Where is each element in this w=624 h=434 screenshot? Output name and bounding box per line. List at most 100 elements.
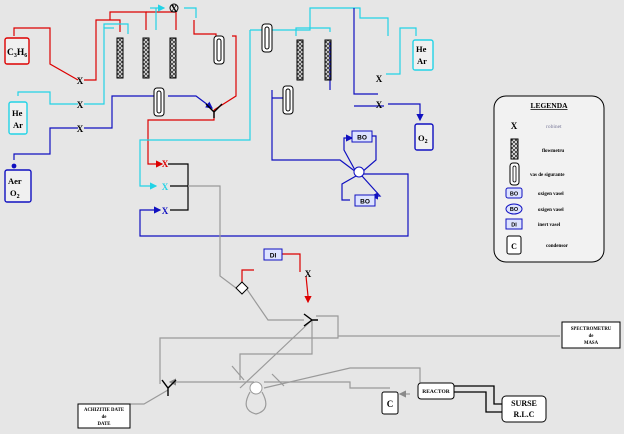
flowmeter-icon-5	[324, 39, 332, 81]
legend-desiccant-icon	[509, 162, 520, 186]
flowmeters	[116, 37, 332, 81]
cylinder-c3h6: C3H6	[4, 37, 30, 65]
desiccants	[153, 23, 294, 117]
flowmeter-icon-2	[142, 37, 150, 79]
power-supply-box[interactable]: SURSE R.L.C	[501, 395, 547, 423]
he-ar-right-line1: He	[416, 44, 427, 54]
lower-junction	[161, 379, 177, 396]
split-node	[235, 281, 249, 295]
legend-valve-text: robinet	[546, 124, 562, 130]
legend-flowmeter-text: flowmetru	[542, 149, 564, 154]
bo-bottom-label: BO	[360, 199, 370, 206]
valves[interactable]: X X X X X X X X X X	[77, 4, 383, 279]
c3h6-h: H	[17, 48, 25, 58]
flowmeter-icon-3	[169, 37, 177, 79]
valve-he-ar-left[interactable]: X	[77, 100, 84, 110]
legend-desiccant-text: vas de sigurante	[530, 173, 565, 178]
legend-di-icon: DI	[511, 223, 517, 229]
hydrocarbon-lines	[13, 11, 312, 304]
legend-di-text: inert vasel	[538, 223, 561, 228]
cylinder-aer-o2: Aer O2	[4, 163, 32, 203]
valve-o2-right[interactable]: X	[376, 100, 383, 110]
desiccant-icon-4	[282, 85, 294, 115]
reactor-box[interactable]: REACTOR	[417, 382, 455, 400]
valve-mix-ox[interactable]: X	[162, 206, 169, 216]
aer-o2-sub: 2	[17, 194, 20, 200]
svg-text:O2: O2	[10, 188, 20, 200]
inert-lines	[17, 4, 417, 190]
svg-text:O2: O2	[418, 133, 428, 145]
spectrometer-box[interactable]: SPECTROMETRU de MASA	[561, 321, 621, 349]
bo-top-label: BO	[357, 135, 367, 142]
he-ar-right-line2: Ar	[417, 56, 427, 66]
spectrometer-line2: de	[589, 334, 594, 339]
reactor-label: REACTOR	[422, 389, 450, 395]
mixing-junction	[205, 103, 223, 118]
spectrometer-line3: MASA	[584, 341, 599, 346]
bo-block-bottom: BO	[354, 194, 376, 207]
he-ar-left-line1: He	[12, 108, 23, 118]
valve-c3h6[interactable]: X	[77, 76, 84, 86]
legend-flowmeter-icon	[510, 138, 519, 160]
svg-text:C3H6: C3H6	[7, 48, 27, 59]
spectrometer-line1: SPECTROMETRU	[571, 327, 612, 332]
cylinder-he-ar-left: He Ar	[8, 101, 28, 135]
power-line1: SURSE	[511, 399, 537, 408]
condenser-box[interactable]: C	[381, 391, 399, 415]
c3h6-sub3: 3	[14, 53, 17, 59]
cylinder-he-ar-right: He Ar	[412, 39, 434, 71]
acquisition-line1: ACHIZITIE DATE	[84, 408, 124, 413]
legend: LEGENDA X robinet flowmetru vas de sigur…	[493, 95, 605, 263]
valve-di[interactable]: X	[305, 269, 312, 279]
desiccant-icon-2	[153, 87, 165, 117]
legend-item-valve: X robinet	[511, 121, 562, 131]
legend-item-desiccant: vas de sigurante	[509, 162, 565, 186]
cylinder-o2-right: O2	[414, 123, 434, 151]
o2-right-sub: 2	[425, 139, 428, 145]
flowmeter-icon-1	[116, 37, 124, 79]
desiccant-icon-3	[261, 23, 273, 53]
valve-mix-inert[interactable]: X	[162, 182, 169, 192]
bo-block-top: BO	[351, 130, 373, 143]
flowmeter-icon-4	[296, 39, 304, 81]
valve-top-ring	[169, 3, 179, 13]
acquisition-line2: de	[102, 415, 107, 420]
legend-bo2-text: oxigen vasel	[538, 208, 564, 213]
collector-lines	[168, 163, 189, 211]
legend-bo1-icon: BO	[510, 192, 519, 198]
legend-condenser-icon: C	[511, 242, 517, 251]
aer-o2-line2: O	[10, 188, 17, 198]
valve-he-ar-right[interactable]: X	[376, 74, 383, 84]
oxidant-node	[353, 166, 365, 178]
valve-top[interactable]: X	[170, 4, 178, 15]
legend-item-condenser: C condensor	[506, 235, 569, 255]
di-junction	[303, 313, 318, 327]
valve-mix-hc[interactable]: X	[162, 159, 169, 169]
aer-o2-line1: Aer	[8, 176, 22, 186]
power-lines	[454, 385, 502, 413]
di-label: DI	[270, 253, 277, 260]
c3h6-sub6: 6	[24, 53, 27, 59]
legend-condenser-text: condensor	[546, 244, 569, 249]
legend-bo2-icon: BO	[510, 207, 519, 213]
legend-item-flowmeter: flowmetru	[510, 138, 564, 160]
valve-aer-o2[interactable]: X	[77, 124, 84, 134]
desiccant-icon-1	[213, 35, 225, 65]
o2-right-label: O	[418, 133, 425, 143]
legend-bo1-text: oxigen vasel	[538, 192, 564, 197]
legend-item-di: DI inert vasel	[505, 218, 561, 230]
legend-item-bo2: BO oxigen vasel	[505, 203, 564, 215]
c3h6-c: C	[7, 48, 14, 58]
central-node	[249, 381, 263, 395]
he-ar-left-line2: Ar	[13, 120, 23, 130]
di-block: DI	[263, 248, 283, 261]
condenser-label: C	[387, 399, 394, 409]
acquisition-box[interactable]: ACHIZITIE DATE de DATE	[77, 403, 131, 429]
analysis-lines	[130, 185, 560, 415]
legend-title: LEGENDA	[530, 101, 568, 110]
legend-item-bo1: BO oxigen vasel	[505, 187, 564, 199]
power-line2: R.L.C	[514, 410, 535, 419]
legend-valve-icon: X	[511, 121, 518, 131]
acquisition-line3: DATE	[98, 422, 111, 427]
